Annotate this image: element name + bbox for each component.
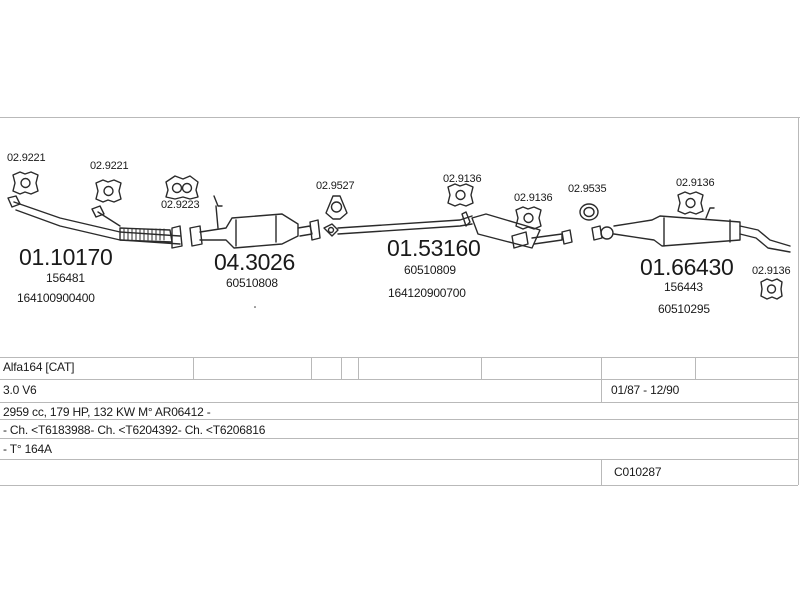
table-line [0, 459, 798, 460]
table-line [0, 485, 798, 486]
part-code: 01.66430 [640, 254, 734, 280]
ring-gasket-icon [579, 203, 599, 221]
gasket-label: 02.9223 [161, 199, 200, 211]
gasket-icon [165, 175, 199, 200]
chassis-numbers: - Ch. <T6183988- Ch. <T6204392- Ch. <T62… [3, 423, 266, 437]
gasket-icon [677, 191, 704, 215]
gasket-icon [12, 171, 39, 195]
gasket-icon [325, 195, 348, 220]
engine-specs: 2959 cc, 179 HP, 132 KW M° AR06412 - [3, 405, 211, 419]
table-line [358, 357, 359, 379]
catalog-code: C010287 [614, 465, 662, 479]
production-dates: 01/87 - 12/90 [611, 383, 680, 397]
part-reference: 60510808 [226, 276, 278, 290]
vehicle-type: - T° 164A [3, 442, 52, 456]
table-line [0, 357, 798, 358]
part-reference: 164100900400 [17, 291, 95, 305]
gasket-icon [515, 206, 542, 230]
part-reference: 60510809 [404, 263, 456, 277]
gasket-label: 02.9136 [443, 173, 482, 185]
front-pipe [7, 195, 183, 249]
gasket-icon [760, 278, 783, 300]
part-code: 01.53160 [387, 235, 481, 261]
vehicle-model: Alfa164 [CAT] [3, 360, 75, 374]
gasket-label: 02.9221 [7, 152, 46, 164]
table-line [601, 357, 602, 402]
part-reference: 60510295 [658, 302, 710, 316]
part-code: 01.10170 [19, 244, 113, 270]
gasket-label: 02.9527 [316, 180, 355, 192]
table-line [601, 459, 602, 485]
middle-silencer [337, 211, 573, 249]
gasket-icon [447, 183, 474, 207]
part-code: 04.3026 [214, 249, 296, 275]
engine-size: 3.0 V6 [3, 383, 37, 397]
table-line [0, 402, 798, 403]
part-reference: 156481 [46, 271, 85, 285]
part-reference: 164120900700 [388, 286, 466, 300]
gasket-label: 02.9136 [752, 265, 791, 277]
right-frame-line [798, 117, 799, 485]
table-line [341, 357, 342, 379]
gasket-icon [95, 179, 122, 203]
gasket-label: 02.9136 [514, 192, 553, 204]
part-reference: 156443 [664, 280, 703, 294]
table-line [0, 438, 798, 439]
top-frame-line [0, 117, 800, 118]
rear-silencer [591, 207, 791, 253]
stray-dot [254, 306, 256, 308]
table-line [695, 357, 696, 379]
gasket-label: 02.9535 [568, 183, 607, 195]
table-line [193, 357, 194, 379]
table-line [0, 419, 798, 420]
gasket-label: 02.9136 [676, 177, 715, 189]
table-line [0, 379, 798, 380]
catalytic-converter [189, 195, 339, 249]
table-line [481, 357, 482, 379]
gasket-label: 02.9221 [90, 160, 129, 172]
table-line [311, 357, 312, 379]
